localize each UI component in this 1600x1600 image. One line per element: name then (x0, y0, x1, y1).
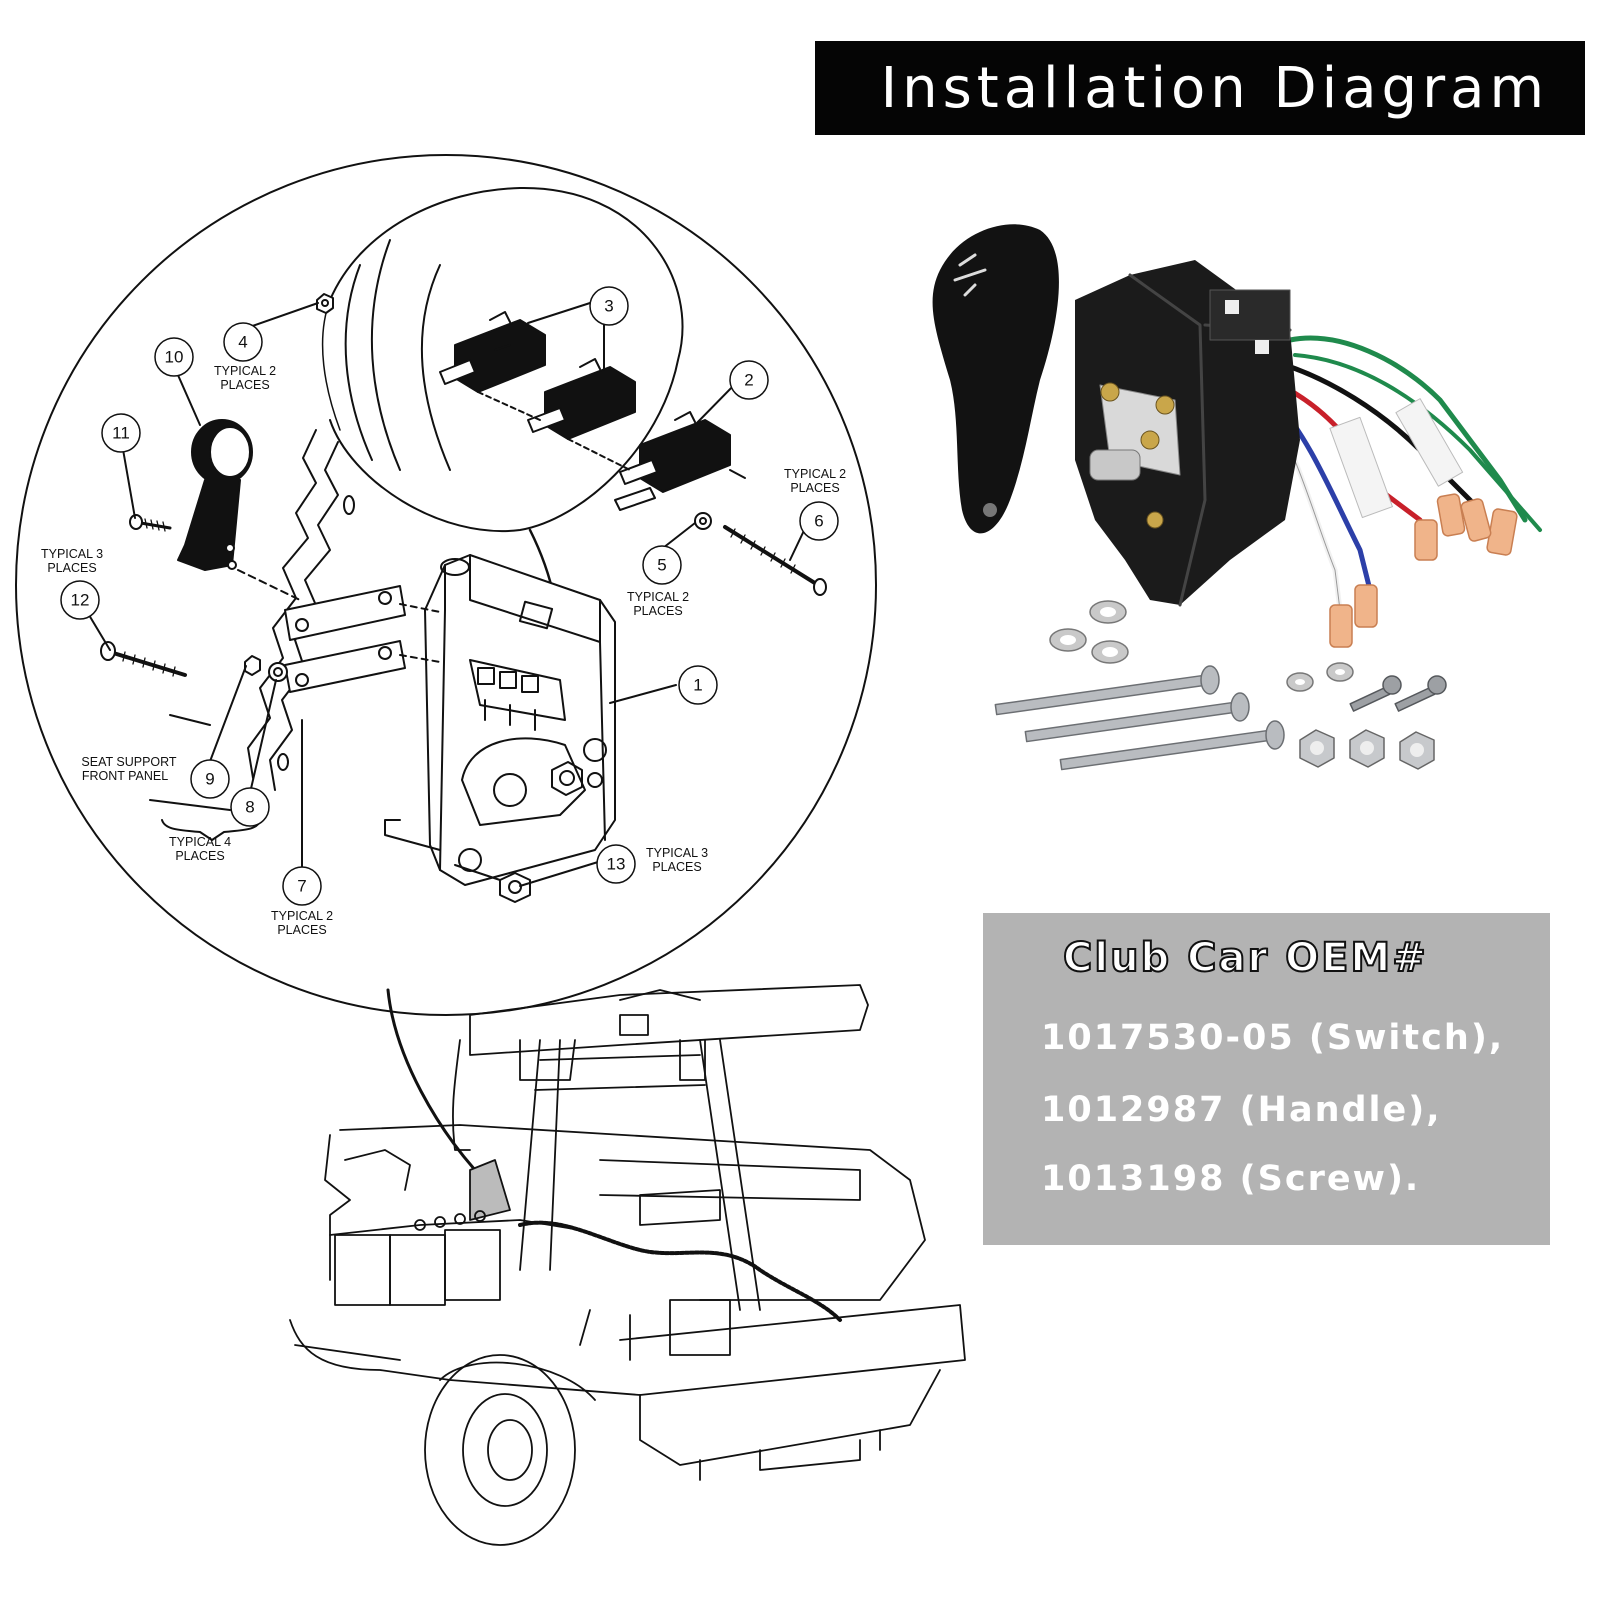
callout-8: 8 (230, 787, 270, 827)
callout-11: 11 (101, 413, 141, 453)
svg-text:13: 13 (607, 855, 626, 874)
callout-12: 12 (60, 580, 100, 620)
svg-text:10: 10 (165, 348, 184, 367)
svg-text:5: 5 (657, 556, 666, 575)
microswitch-3 (614, 411, 746, 511)
svg-text:9: 9 (205, 770, 214, 789)
oem-info-panel: Club Car OEM# 1017530-05 (Switch), 10129… (983, 913, 1550, 1245)
oem-screw-part: 1013198 (Screw). (1041, 1159, 1421, 1199)
svg-text:2: 2 (744, 371, 753, 390)
svg-text:3: 3 (604, 297, 613, 316)
bracket-upper (284, 585, 406, 641)
svg-text:12: 12 (71, 591, 90, 610)
golf-cart-drawing (289, 984, 966, 1546)
callout-10: 10 (154, 337, 194, 377)
product-photo (932, 224, 1542, 771)
detail-circle (15, 154, 877, 1016)
svg-text:7: 7 (297, 877, 306, 896)
handle-knob (932, 224, 1059, 534)
callout-2: 2 (729, 360, 769, 400)
svg-text:8: 8 (245, 798, 254, 817)
svg-text:11: 11 (112, 424, 130, 443)
shift-handle (177, 419, 301, 601)
svg-text:1: 1 (693, 676, 702, 695)
callout-9: 9 (190, 759, 230, 799)
callout-13: 13 (596, 844, 636, 884)
title-banner: Installation Diagram (815, 41, 1585, 135)
microswitch-1 (439, 311, 546, 393)
callout-3: 3 (589, 286, 629, 326)
zoom-circle (329, 186, 684, 533)
microswitch-2 (527, 358, 636, 440)
callout-5: 5 (642, 545, 682, 585)
svg-text:6: 6 (814, 512, 823, 531)
wire-harness (1267, 335, 1542, 613)
oem-heading: Club Car OEM# (1062, 934, 1428, 982)
callout-4: 4 (223, 322, 263, 362)
svg-text:4: 4 (238, 333, 247, 352)
oem-handle-part: 1012987 (Handle), (1041, 1090, 1442, 1130)
oem-switch-part: 1017530-05 (Switch), (1041, 1018, 1505, 1058)
page-title: Installation Diagram (880, 55, 1549, 121)
forward-reverse-switch-assembly (384, 554, 616, 886)
callout-7: 7 (282, 866, 322, 906)
callout-6: 6 (799, 501, 839, 541)
callout-1: 1 (678, 665, 718, 705)
rear-wheel (424, 1354, 576, 1546)
bracket-lower (284, 640, 406, 693)
callout-layer: 1 2 3 4 5 6 7 8 9 10 11 12 13 (60, 286, 839, 906)
